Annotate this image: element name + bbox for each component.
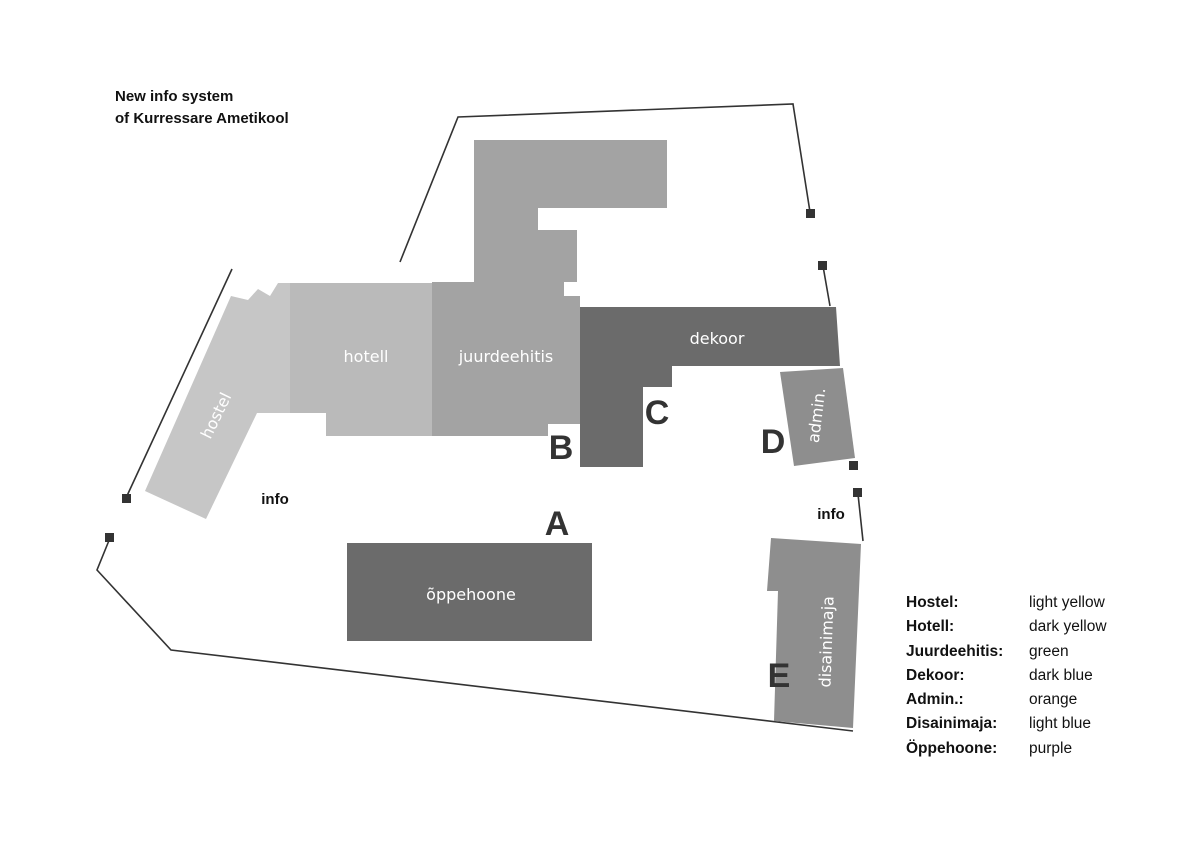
legend-key: Admin.: xyxy=(906,691,964,709)
entrance-letter-c: C xyxy=(645,394,670,432)
title-line-1: New info system xyxy=(115,88,234,105)
legend-row-admin: Admin.: orange xyxy=(906,688,1166,712)
legend-row-dekoor: Dekoor: dark blue xyxy=(906,664,1166,688)
gate-marker xyxy=(105,533,114,542)
legend-value: light blue xyxy=(1029,715,1092,733)
legend-key: Disainimaja: xyxy=(906,715,998,733)
legend-value: dark yellow xyxy=(1029,618,1107,636)
legend-row-juurdeehitis: Juurdeehitis: green xyxy=(906,640,1166,664)
gate-marker xyxy=(806,209,815,218)
campus-boundary xyxy=(96,103,864,732)
legend-value: purple xyxy=(1029,739,1073,757)
gate-marker xyxy=(853,488,862,497)
color-legend: Hostel: light yellow Hotell: dark yellow… xyxy=(906,591,1166,761)
info-point-right: info xyxy=(817,506,845,523)
gate-marker xyxy=(849,461,858,470)
building-label-oppehoone: õppehoone xyxy=(426,585,516,604)
legend-value: green xyxy=(1029,642,1069,660)
gate-marker xyxy=(122,494,131,503)
legend-key: Öppehoone: xyxy=(906,739,998,757)
building-label-disainimaja: disainimaja xyxy=(815,596,837,688)
legend-value: orange xyxy=(1029,691,1078,709)
building-label-juurdeehitis: juurdeehitis xyxy=(458,347,554,366)
building-oppehoone[interactable]: õppehoone xyxy=(347,543,592,641)
building-hostel[interactable]: hostel xyxy=(145,283,290,519)
entrance-letter-e: E xyxy=(768,657,791,695)
info-point-left: info xyxy=(261,491,289,508)
gate-markers xyxy=(105,209,862,542)
legend-row-hostel: Hostel: light yellow xyxy=(906,591,1166,615)
building-disainimaja[interactable]: disainimaja xyxy=(767,538,861,728)
legend-row-disainimaja: Disainimaja: light blue xyxy=(906,712,1166,736)
entrance-letter-b: B xyxy=(549,429,574,467)
legend-row-hotell: Hotell: dark yellow xyxy=(906,615,1166,639)
legend-key: Hostel: xyxy=(906,594,959,611)
legend-row-oppehoone: Öppehoone: purple xyxy=(906,737,1166,761)
building-label-hotell: hotell xyxy=(344,347,389,366)
building-juurdeehitis[interactable]: juurdeehitis xyxy=(432,140,667,436)
legend-value: dark blue xyxy=(1029,666,1093,684)
building-dekoor[interactable]: dekoor xyxy=(580,307,840,467)
legend-value: light yellow xyxy=(1029,594,1105,611)
legend-key: Hotell: xyxy=(906,618,955,636)
legend-key: Juurdeehitis: xyxy=(906,642,1004,660)
title-line-2: of Kurressare Ametikool xyxy=(115,110,289,127)
legend-key: Dekoor: xyxy=(906,666,965,684)
entrance-letter-a: A xyxy=(545,505,570,543)
building-label-dekoor: dekoor xyxy=(690,329,745,348)
entrance-letter-d: D xyxy=(761,423,786,461)
building-hotell[interactable]: hotell xyxy=(278,283,432,436)
building-admin[interactable]: admin. xyxy=(780,368,855,466)
gate-marker xyxy=(818,261,827,270)
map-title: New info system of Kurressare Ametikool xyxy=(115,86,289,130)
